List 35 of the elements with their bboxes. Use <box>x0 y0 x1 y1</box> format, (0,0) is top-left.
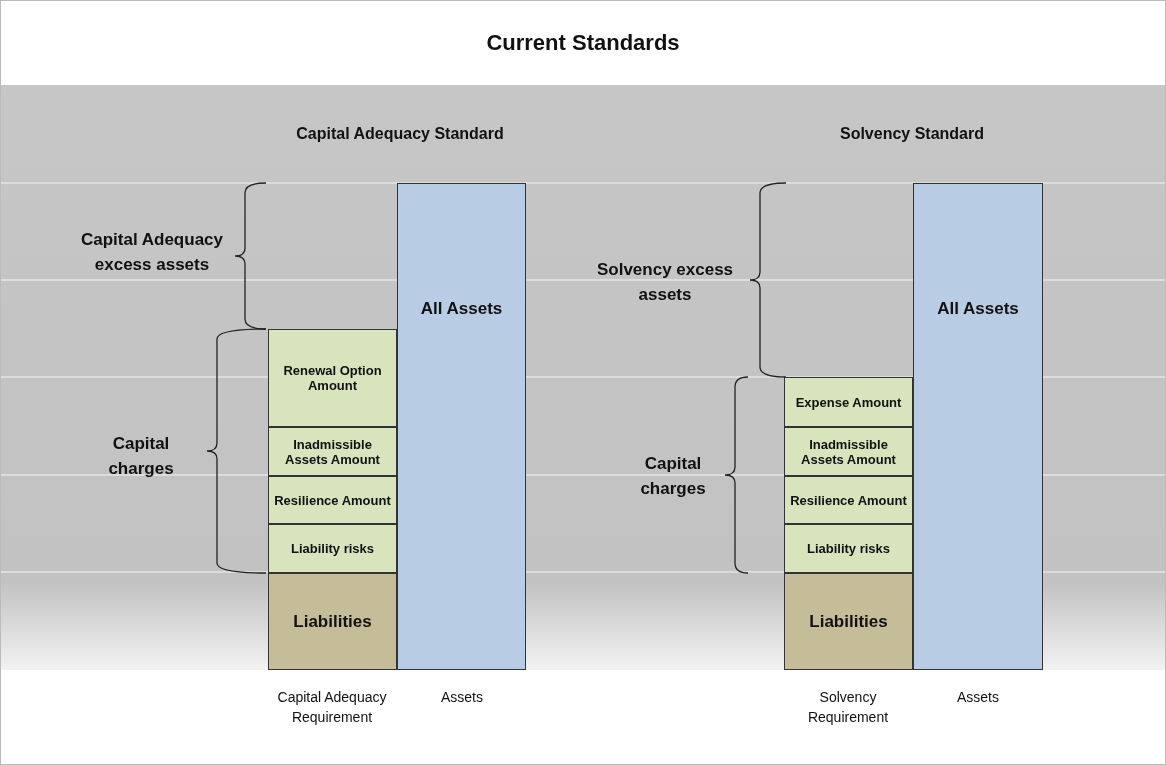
bar-segment <box>268 329 397 427</box>
axis-label: Assets <box>956 688 1000 707</box>
bar-segment <box>268 524 397 573</box>
segment-label: All Assets <box>419 299 504 319</box>
segment-label: All Assets <box>936 299 1020 319</box>
bar-segment <box>784 377 913 427</box>
bracket-label: Capital Adequacy excess assets <box>80 229 224 276</box>
segment-label: Renewal Option Amount <box>282 363 383 393</box>
segment-label: Liability risks <box>289 541 376 556</box>
bar-column <box>397 183 526 670</box>
segment-label: Inadmissible Assets Amount <box>800 436 897 467</box>
segment-label: Liabilities <box>292 611 373 632</box>
segment-label: Liabilities <box>808 611 889 632</box>
segment-label: Liability risks <box>805 541 892 556</box>
segment-label: Inadmissible Assets Amount <box>284 436 381 467</box>
bar-segment <box>784 427 913 476</box>
section-heading: Capital Adequacy Standard <box>295 124 505 144</box>
bar-segment <box>268 573 397 670</box>
bar-segment <box>784 476 913 524</box>
bracket-label: Capital charges <box>107 433 175 480</box>
bar-segment <box>268 476 397 524</box>
bar-column <box>913 183 1043 670</box>
bar-segment <box>268 427 397 476</box>
segment-label: Resilience Amount <box>789 492 908 508</box>
bar-segment <box>784 573 913 670</box>
segment-label: Expense Amount <box>794 394 903 410</box>
segment-label: Resilience Amount <box>273 492 392 508</box>
section-heading: Solvency Standard <box>838 124 985 144</box>
axis-label: Solvency Requirement <box>806 688 890 728</box>
title: Current Standards <box>485 30 681 56</box>
axis-label: Capital Adequacy Requirement <box>276 688 388 728</box>
axis-label: Assets <box>440 688 484 707</box>
bracket-label: Solvency excess assets <box>595 259 735 306</box>
bracket-label: Capital charges <box>639 453 707 500</box>
bar-segment <box>784 524 913 573</box>
